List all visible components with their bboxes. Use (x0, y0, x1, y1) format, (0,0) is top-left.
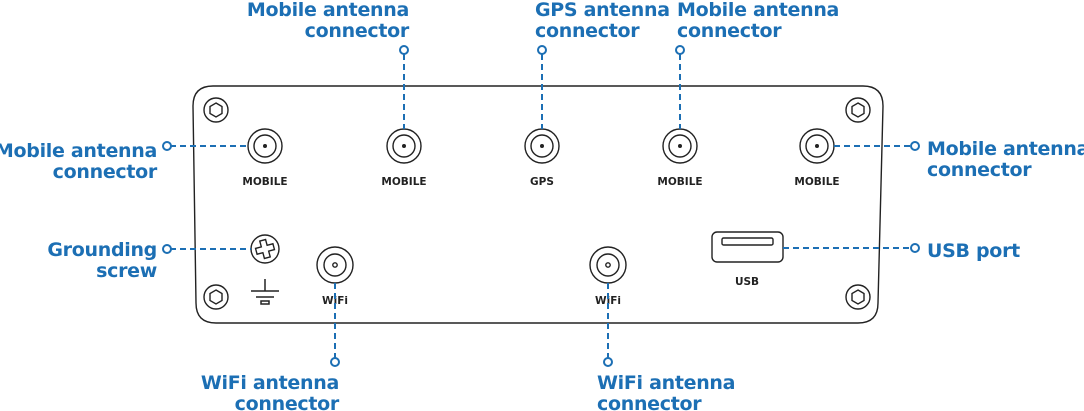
mobile-connector-2: MOBILE (381, 128, 427, 188)
port-label: GPS (530, 176, 554, 188)
wifi-connector-2: WiFi (589, 246, 627, 307)
port-label: MOBILE (657, 176, 702, 188)
ground-symbol-icon (251, 279, 279, 305)
port-label: USB (735, 276, 759, 288)
corner-screw-icon (203, 97, 229, 123)
port-label: MOBILE (242, 176, 287, 188)
port-label: WiFi (595, 295, 621, 307)
wifi-connector-1: WiFi (316, 246, 354, 307)
corner-screw-icon (203, 284, 229, 310)
port-label: MOBILE (381, 176, 426, 188)
mobile-connector-3: MOBILE (657, 128, 703, 188)
port-label: WiFi (322, 295, 348, 307)
corner-screw-icon (845, 97, 871, 123)
corner-screw-icon (845, 284, 871, 310)
port-label: MOBILE (794, 176, 839, 188)
mobile-connector-1: MOBILE (242, 128, 288, 188)
gps-connector: GPS (524, 128, 560, 188)
device-panel (192, 85, 884, 324)
mobile-connector-4: MOBILE (794, 128, 840, 188)
grounding-screw-icon (250, 234, 280, 264)
usb-port: USB (711, 231, 784, 288)
callout-usb: USB port (927, 240, 1020, 262)
